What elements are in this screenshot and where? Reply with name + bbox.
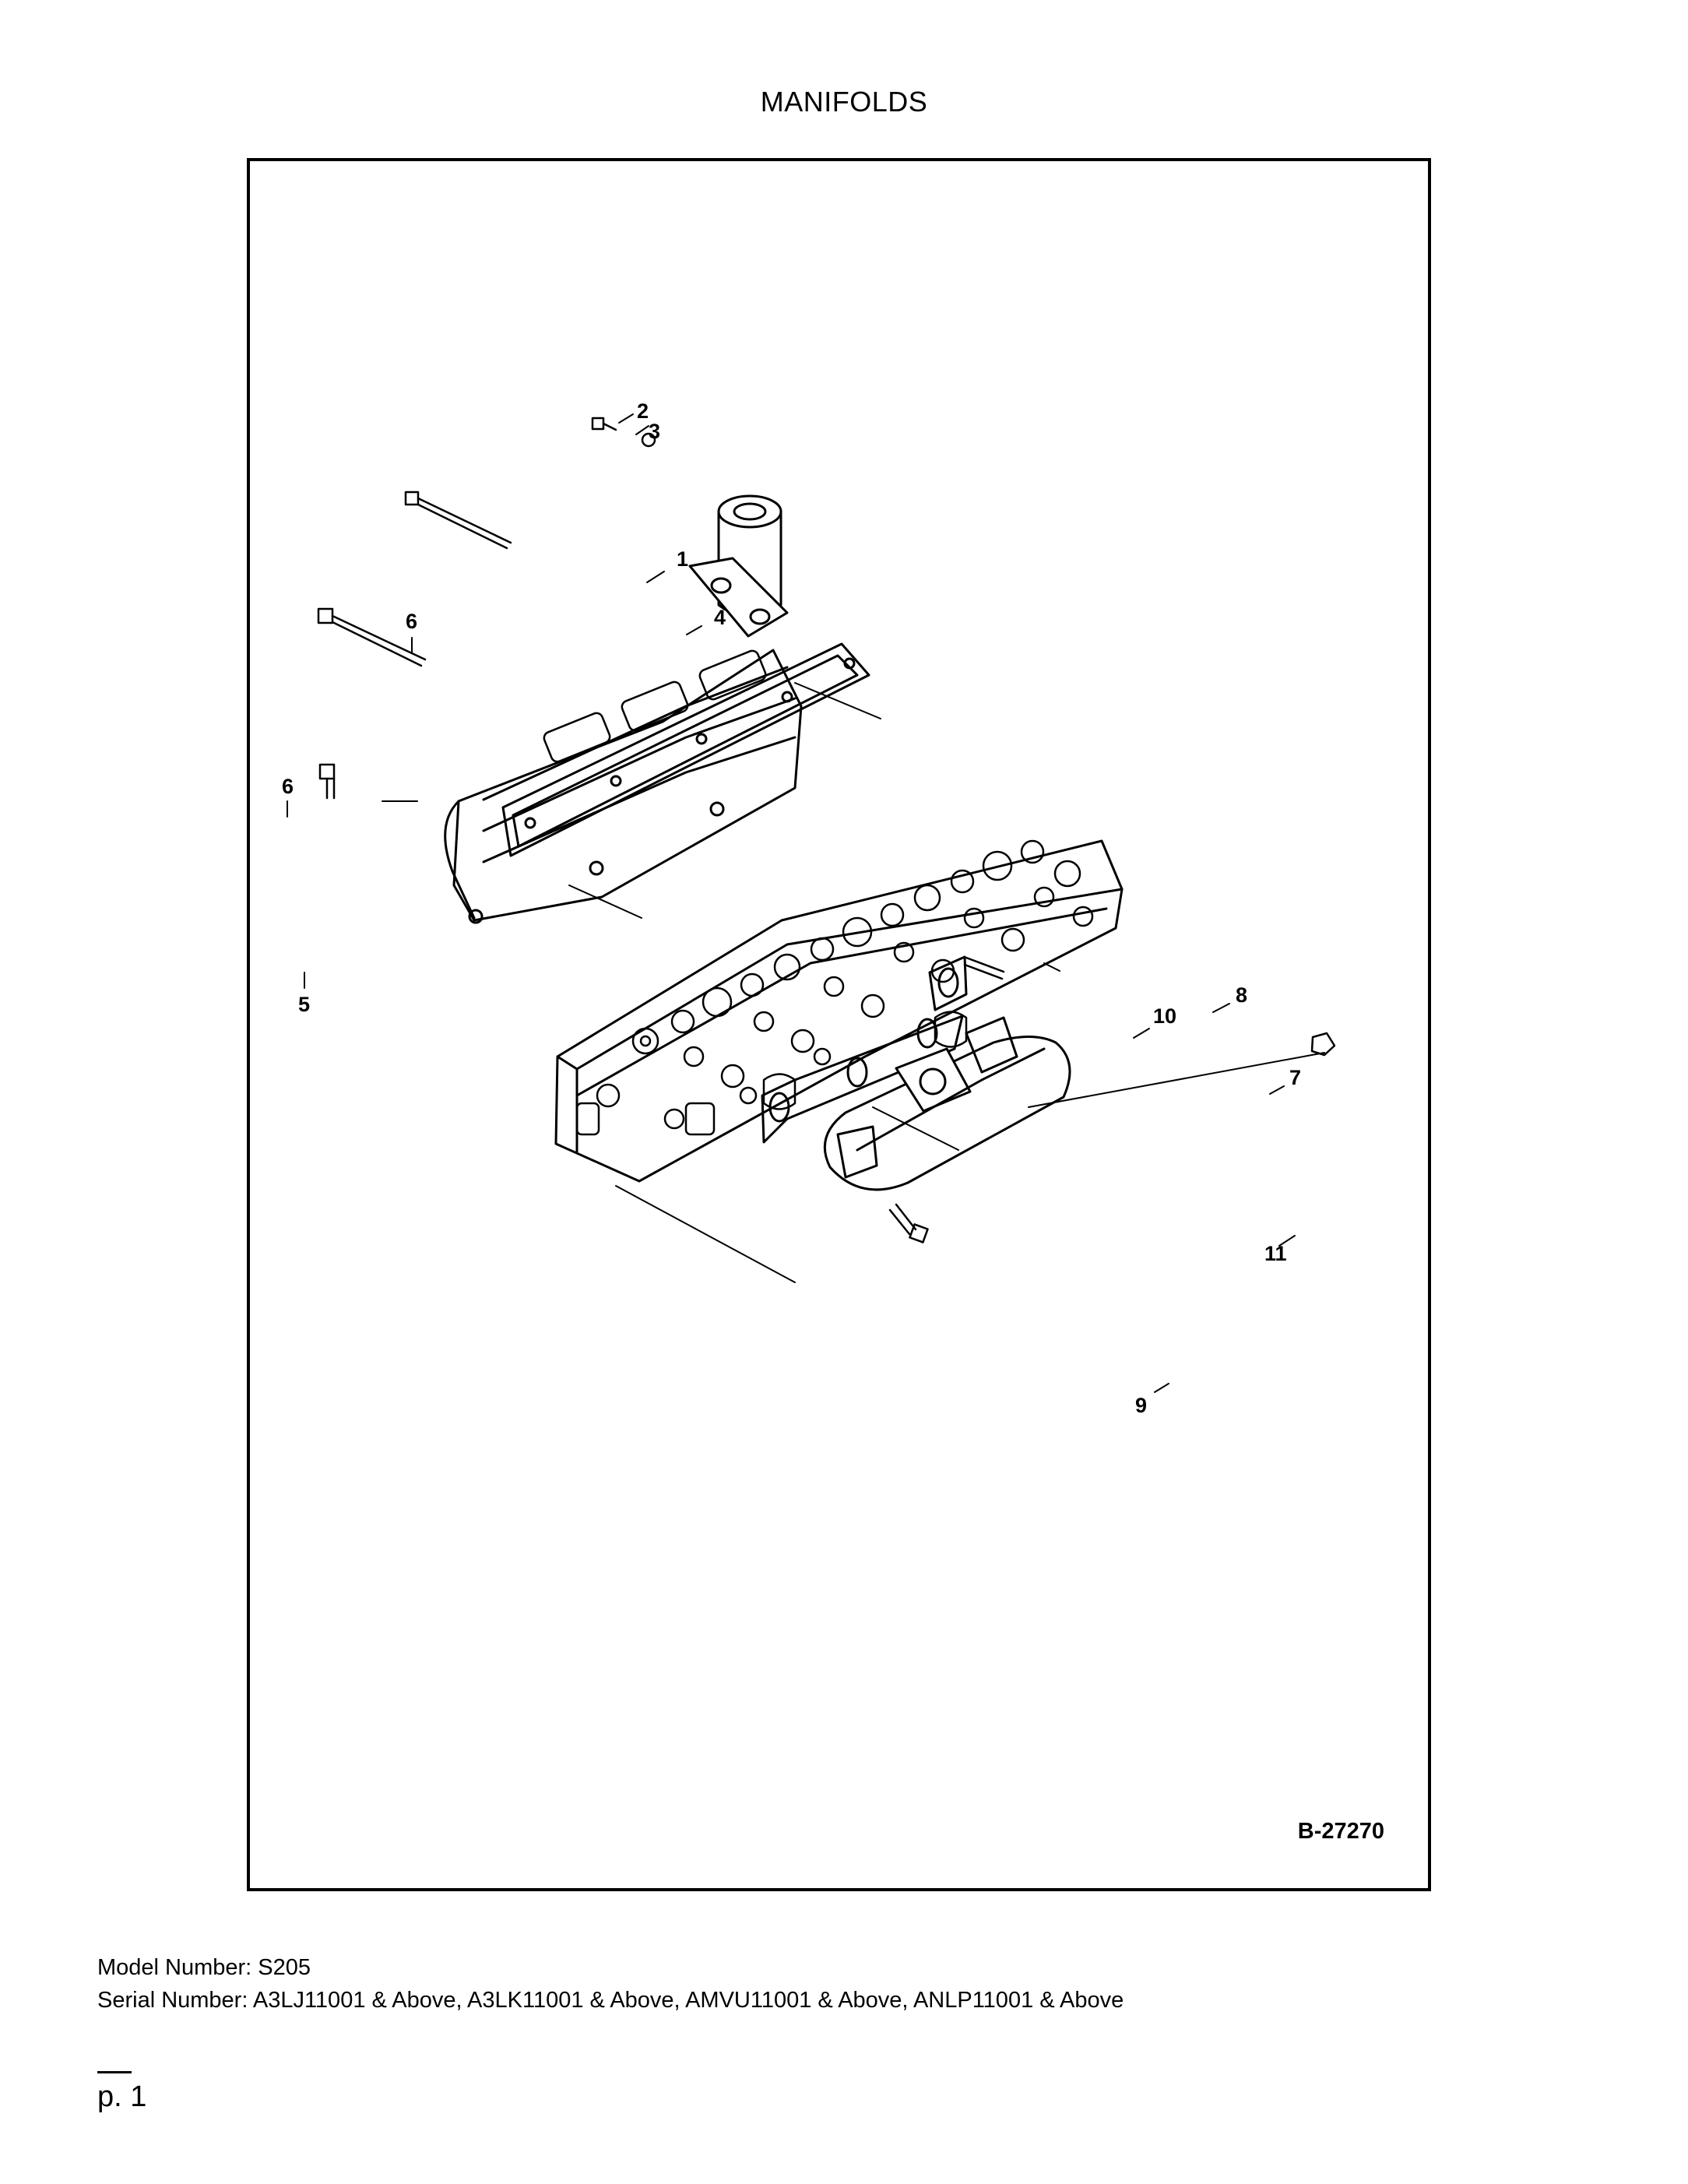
callout-8: 8 [1236,983,1247,1007]
callout-6-lower: 6 [282,775,294,798]
serial-number: Serial Number: A3LJ11001 & Above, A3LK11… [97,1988,1124,2013]
page-number-rule [97,2071,132,2073]
exhaust-gasket-drawing [761,955,968,1144]
figure-id: B-27270 [1297,1819,1384,1844]
callout-4: 4 [714,606,726,629]
exploded-parts-diagram: 1 2 3 4 6 6 5 10 8 7 11 9 [282,399,1336,1417]
page-number: p. 1 [97,2080,147,2113]
assembly-lines [382,682,1325,1283]
fastener-drawings [317,417,1336,1243]
parts-diagram-frame: 1 2 3 4 6 6 5 10 8 7 11 9 B-27270 [247,158,1431,1891]
exhaust-manifold-drawing [823,1016,1071,1191]
cylinder-head-drawing [554,839,1124,1183]
callout-10: 10 [1153,1004,1176,1028]
callout-5: 5 [298,993,310,1016]
callout-11: 11 [1264,1242,1287,1265]
callout-1: 1 [677,547,688,571]
page-title: MANIFOLDS [760,86,928,118]
intake-gasket-drawing [501,642,870,857]
intake-manifold-drawing [444,494,803,924]
callout-6-upper: 6 [406,610,417,633]
callout-9: 9 [1135,1394,1147,1417]
callout-3: 3 [649,420,660,443]
callout-7: 7 [1289,1066,1301,1089]
callout-2: 2 [637,399,649,423]
model-number: Model Number: S205 [97,1955,311,1980]
callout-dashes [287,413,1296,1393]
